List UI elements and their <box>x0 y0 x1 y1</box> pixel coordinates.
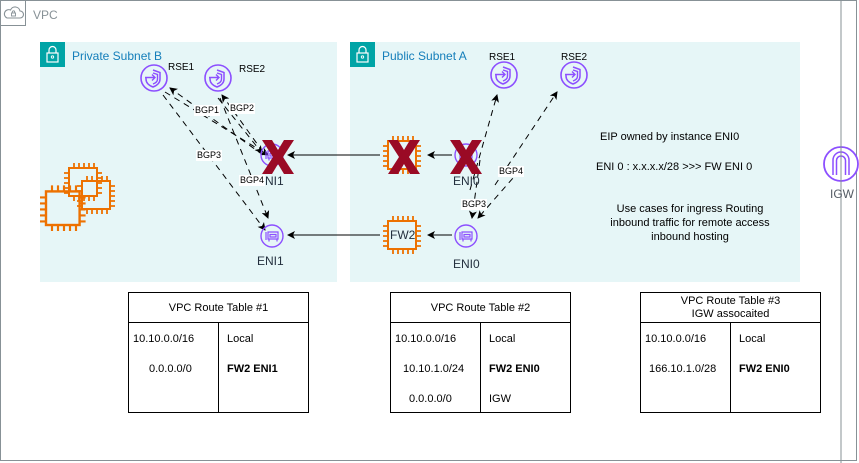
bgp1-return-line <box>164 91 269 156</box>
lock-icon <box>40 42 65 67</box>
public-rse2-icon <box>560 61 588 89</box>
route-destination: 10.10.1.0/24 <box>403 363 465 375</box>
private-bgp1-label: BGP1 <box>194 105 221 116</box>
public-bgp-rse2-line <box>494 91 558 186</box>
private-eni1-icon <box>260 224 284 248</box>
ec2-instances-icon <box>38 162 116 233</box>
cloud-lock-icon <box>1 1 26 26</box>
private-bgp3-label: BGP3 <box>196 150 223 161</box>
route-table-2: VPC Route Table #2 10.10.0.0/16 Local 10… <box>390 292 571 413</box>
public-bgp-rse1-line <box>469 94 499 191</box>
route-destination: 166.10.1.0/28 <box>649 363 717 375</box>
route-table-3-title: VPC Route Table #3 IGW assocaited <box>641 293 820 323</box>
bgp2-line <box>221 94 264 153</box>
public-eni0-failed-label: ENI0 <box>453 174 480 188</box>
route-destination: 10.10.0.0/16 <box>133 333 195 345</box>
private-subnet-label: Private Subnet B <box>72 49 163 63</box>
private-bgp4-label: BGP4 <box>239 175 266 186</box>
public-bgp3-label: BGP3 <box>461 199 488 210</box>
eni0-note: ENI 0 : x.x.x.x/28 >>> FW ENI 0 <box>596 161 753 173</box>
route-table-3-title-line-2: IGW assocaited <box>691 308 770 320</box>
route-table-3-divider <box>730 323 731 412</box>
route-table-2-divider <box>480 323 481 412</box>
route-target: IGW <box>489 393 511 405</box>
public-subnet-label: Public Subnet A <box>382 49 467 63</box>
lock-icon <box>350 42 375 67</box>
public-eni0-label: ENI0 <box>453 257 480 271</box>
public-eni0-icon <box>454 224 478 248</box>
use-cases-note: Use cases for ingress Routing inbound tr… <box>590 202 790 244</box>
route-table-3-title-line-1: VPC Route Table #3 <box>680 295 781 307</box>
route-target: Local <box>227 333 254 345</box>
route-destination: 10.10.0.0/16 <box>645 333 707 345</box>
private-eni1-label: ENI1 <box>257 254 284 268</box>
use-cases-line-1: Use cases for ingress Routing <box>616 203 764 215</box>
vpc-label: VPC <box>33 8 58 22</box>
public-rse1-label: RSE1 <box>489 52 516 63</box>
public-bgp4-line <box>477 169 521 219</box>
public-bgp4-label: BGP4 <box>498 166 525 177</box>
public-rse2-label: RSE2 <box>561 52 588 63</box>
private-rse1-icon <box>140 64 168 92</box>
route-destination: 0.0.0.0/0 <box>149 363 192 375</box>
fw2-label: FW2 <box>390 228 416 242</box>
route-destination: 0.0.0.0/0 <box>409 393 452 405</box>
route-target: FW2 ENI1 <box>227 363 278 375</box>
use-cases-line-3: inbound hosting <box>651 231 729 243</box>
route-target: FW2 ENI0 <box>739 363 790 375</box>
bgp1-line <box>169 87 264 156</box>
private-rse2-icon <box>204 64 232 92</box>
route-table-1-title: VPC Route Table #1 <box>129 293 308 323</box>
igw-icon <box>823 145 859 185</box>
route-destination: 10.10.0.0/16 <box>395 333 457 345</box>
eip-note: EIP owned by instance ENI0 <box>600 131 740 143</box>
private-bgp2-label: BGP2 <box>229 103 256 114</box>
public-rse1-icon <box>490 61 518 89</box>
route-table-1: VPC Route Table #1 10.10.0.0/16 Local 0.… <box>128 292 309 413</box>
igw-label: IGW <box>830 187 854 201</box>
use-cases-line-2: inbound traffic for remote access <box>610 217 770 229</box>
private-rse1-label: RSE1 <box>168 62 195 73</box>
route-target: Local <box>739 333 766 345</box>
route-table-1-divider <box>218 323 219 412</box>
public-subnet-a: Public Subnet A <box>350 42 800 282</box>
route-table-2-title: VPC Route Table #2 <box>391 293 570 323</box>
private-subnet-b: Private Subnet B <box>40 42 337 282</box>
private-rse2-label: RSE2 <box>239 64 266 75</box>
bgp2-return-line <box>217 97 263 154</box>
route-target: Local <box>489 333 516 345</box>
route-table-3: VPC Route Table #3 IGW assocaited 10.10.… <box>640 292 821 413</box>
route-target: FW2 ENI0 <box>489 363 540 375</box>
